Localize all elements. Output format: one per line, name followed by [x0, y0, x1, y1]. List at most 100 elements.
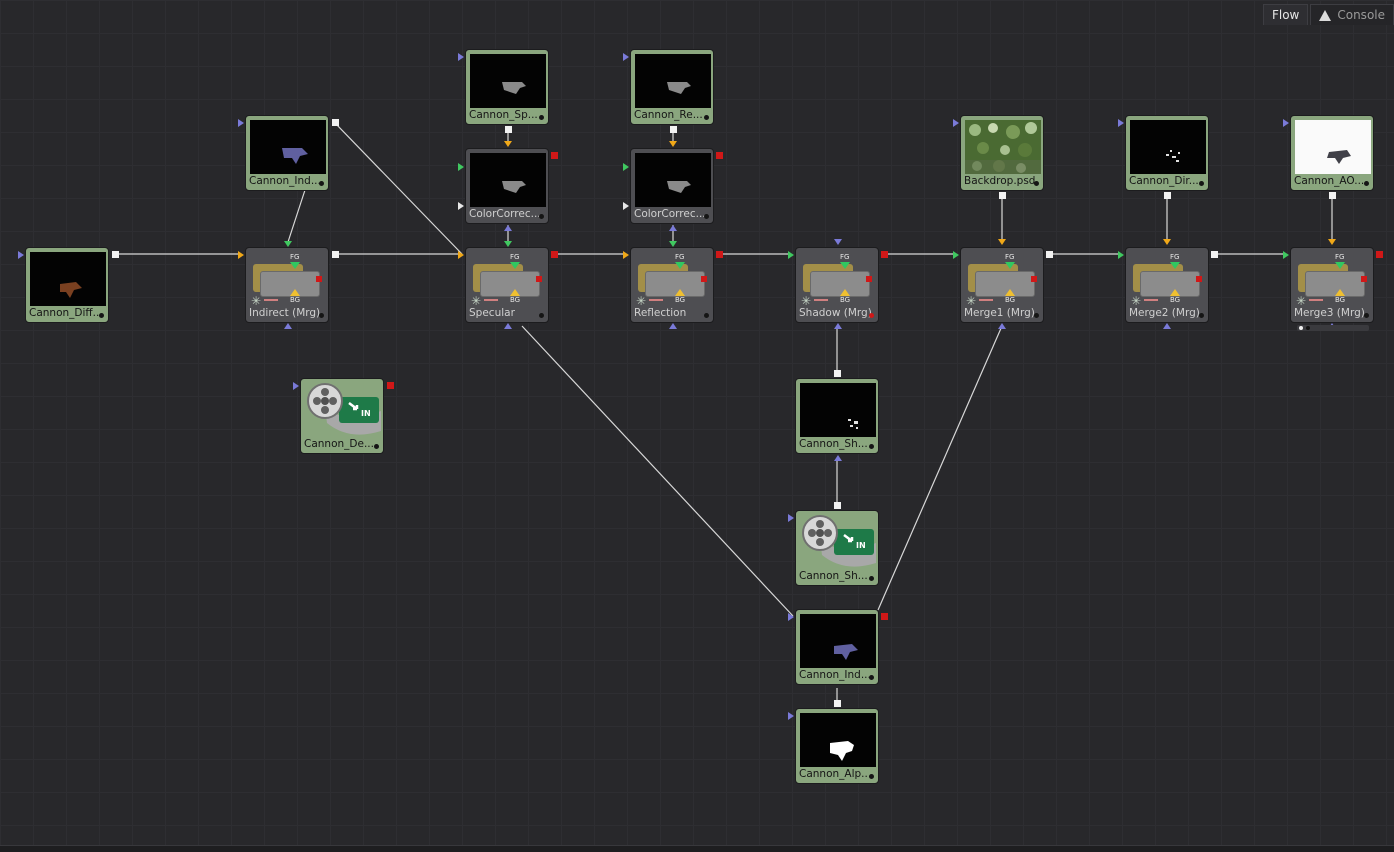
output-port[interactable] [834, 370, 841, 377]
input-port-fg[interactable] [998, 239, 1006, 245]
node-cannon-ind-bottom[interactable]: Cannon_Ind... [795, 609, 879, 685]
input-port[interactable] [623, 202, 629, 210]
node-specular[interactable]: FG BG ✳ Specular [465, 247, 549, 323]
node-merge1[interactable]: FG BG ✳ Merge1 (Mrg) [960, 247, 1044, 323]
input-port[interactable] [458, 163, 464, 171]
node-cannon-diff[interactable]: Cannon_Diff... [25, 247, 109, 323]
tab-flow[interactable]: Flow [1262, 4, 1309, 25]
input-port-mask[interactable] [669, 323, 677, 329]
node-shadow-merge[interactable]: FG BG ✳ Shadow (Mrg) [795, 247, 879, 323]
output-port[interactable] [112, 251, 119, 258]
output-port[interactable] [716, 251, 723, 258]
tab-console[interactable]: Console [1310, 4, 1394, 25]
input-port[interactable] [504, 141, 512, 147]
node-label: Cannon_Dir... [1129, 175, 1199, 187]
input-port[interactable] [293, 382, 299, 390]
output-port[interactable] [999, 192, 1006, 199]
node-cannon-dir[interactable]: Cannon_Dir... [1125, 115, 1209, 191]
input-port-bg[interactable] [1118, 251, 1124, 259]
node-reflection[interactable]: FG BG ✳ Reflection [630, 247, 714, 323]
input-port[interactable] [623, 53, 629, 61]
input-port-mask[interactable] [504, 225, 512, 231]
node-thumbnail [470, 153, 546, 207]
output-port[interactable] [387, 382, 394, 389]
output-port[interactable] [1329, 192, 1336, 199]
input-port[interactable] [788, 712, 794, 720]
input-port-fg[interactable] [1163, 239, 1171, 245]
input-port[interactable] [669, 141, 677, 147]
node-label: Cannon_AO... [1294, 175, 1365, 187]
input-port[interactable] [623, 163, 629, 171]
input-port-fg[interactable] [669, 241, 677, 247]
input-port[interactable] [1283, 119, 1289, 127]
output-port[interactable] [670, 126, 677, 133]
input-port-bg[interactable] [458, 251, 464, 259]
input-port[interactable] [458, 53, 464, 61]
output-port[interactable] [1164, 192, 1171, 199]
input-port-bg[interactable] [953, 251, 959, 259]
input-port-bg[interactable] [788, 251, 794, 259]
node-backdrop[interactable]: Backdrop.psd [960, 115, 1044, 191]
input-port-mask[interactable] [834, 323, 842, 329]
output-port[interactable] [505, 126, 512, 133]
output-port[interactable] [881, 613, 888, 620]
output-port[interactable] [1211, 251, 1218, 258]
input-port[interactable] [834, 455, 842, 461]
output-port[interactable] [881, 251, 888, 258]
output-port[interactable] [1376, 251, 1383, 258]
output-port[interactable] [834, 700, 841, 707]
node-cannon-sh-2[interactable]: IN Cannon_Sh... [795, 510, 879, 586]
output-port[interactable] [834, 502, 841, 509]
input-port-bg[interactable] [623, 251, 629, 259]
node-cannon-alp[interactable]: Cannon_Alp... [795, 708, 879, 784]
merge-icon: FG BG ✳ [250, 252, 326, 308]
node-cannon-ao[interactable]: Cannon_AO... [1290, 115, 1374, 191]
output-port[interactable] [551, 152, 558, 159]
warning-icon [1319, 9, 1332, 21]
input-port-mask[interactable] [669, 225, 677, 231]
input-port[interactable] [458, 202, 464, 210]
input-port[interactable] [1118, 119, 1124, 127]
input-port[interactable] [238, 119, 244, 127]
node-label: Cannon_Diff... [29, 307, 103, 319]
timeline-ruler[interactable] [0, 845, 1394, 852]
node-colorcorrector-2[interactable]: ColorCorrec... [630, 148, 714, 224]
node-colorcorrector-1[interactable]: ColorCorrec... [465, 148, 549, 224]
node-label: Cannon_Sh... [799, 438, 868, 450]
output-port[interactable] [1046, 251, 1053, 258]
input-port[interactable] [953, 119, 959, 127]
input-port[interactable] [788, 514, 794, 522]
output-port[interactable] [716, 152, 723, 159]
wire-ind-indirect [287, 189, 306, 243]
input-port-mask[interactable] [998, 323, 1006, 329]
node-label: Cannon_Ind... [799, 669, 871, 681]
node-cannon-sh-1[interactable]: Cannon_Sh... [795, 378, 879, 454]
node-merge2[interactable]: FG BG ✳ Merge2 (Mrg) [1125, 247, 1209, 323]
input-port[interactable] [18, 251, 24, 259]
node-thumbnail [800, 383, 876, 437]
node-cannon-ind-top[interactable]: Cannon_Ind... [245, 115, 329, 191]
output-port[interactable] [332, 251, 339, 258]
input-port-fg[interactable] [834, 239, 842, 245]
node-cannon-re[interactable]: Cannon_Re... [630, 49, 714, 125]
input-port-fg[interactable] [504, 241, 512, 247]
input-port-bg[interactable] [1283, 251, 1289, 259]
node-label: Indirect (Mrg) [249, 307, 321, 319]
input-port-mask[interactable] [284, 323, 292, 329]
input-port-mask[interactable] [1163, 323, 1171, 329]
input-port-mask[interactable] [504, 323, 512, 329]
node-cannon-de[interactable]: IN Cannon_De... [300, 378, 384, 454]
node-cannon-sp[interactable]: Cannon_Sp... [465, 49, 549, 125]
node-label: Merge1 (Mrg) [964, 307, 1035, 319]
node-merge3[interactable]: FG BG ✳ Merge3 (Mrg) [1290, 247, 1374, 323]
input-port[interactable] [788, 613, 794, 621]
input-port-fg[interactable] [1328, 239, 1336, 245]
node-indirect-merge[interactable]: FG BG ✳ Indirect (Mrg) [245, 247, 329, 323]
node-thumbnail [1130, 120, 1206, 174]
output-port[interactable] [551, 251, 558, 258]
input-port-fg[interactable] [284, 241, 292, 247]
node-view-indicator [869, 675, 874, 680]
output-port[interactable] [332, 119, 339, 126]
input-port-bg[interactable] [238, 251, 244, 259]
